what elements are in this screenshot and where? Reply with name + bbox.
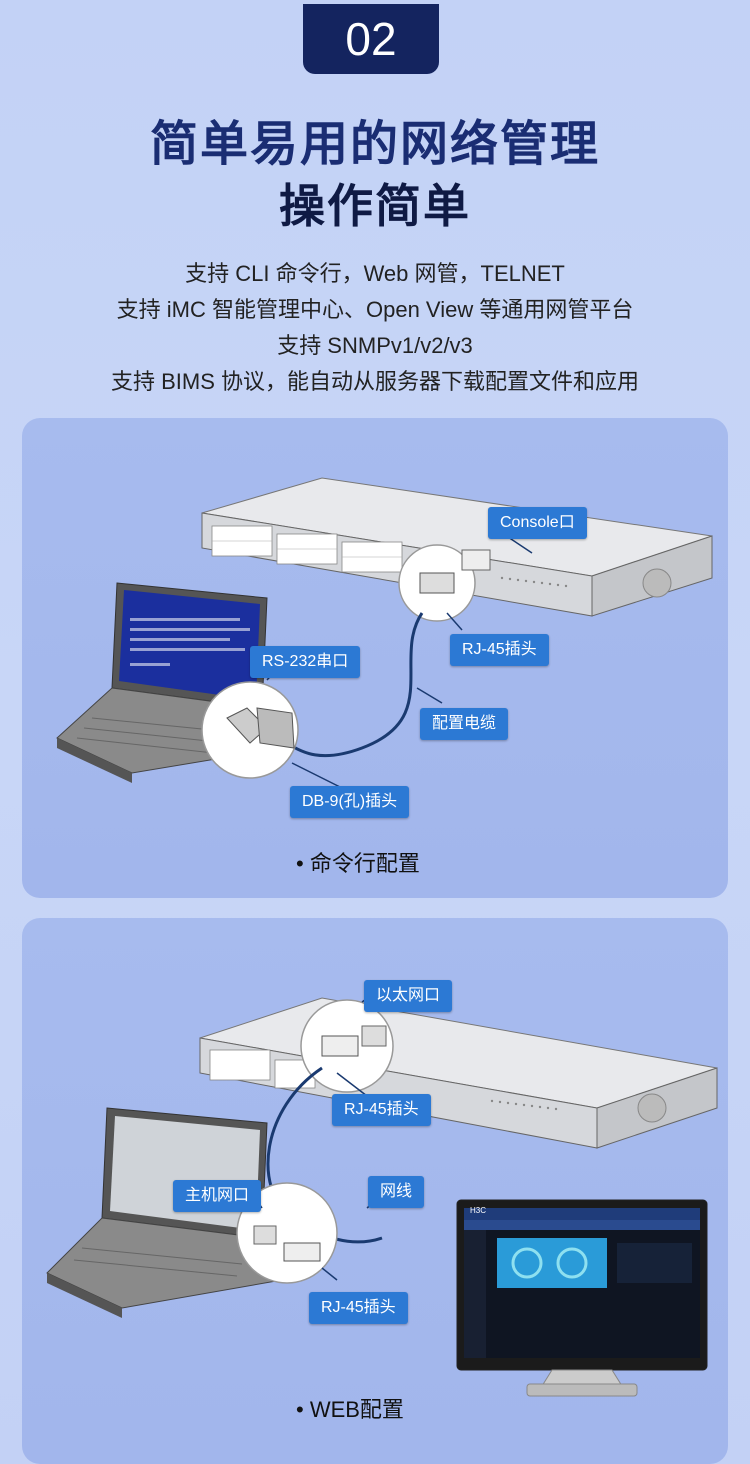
feature-line: 支持 iMC 智能管理中心、Open View 等通用网管平台 [116,297,634,322]
switch-illustration [201,477,713,617]
feature-line: 支持 BIMS 协议，能自动从服务器下载配置文件和应用 [110,369,639,394]
feature-line: 支持 SNMPv1/v2/v3 [277,333,473,358]
cli-caption: • 命令行配置 [296,851,420,876]
laptop-illustration [46,1107,283,1318]
callout-rs232-port: RS-232串口 [250,646,361,678]
monitor-illustration [456,1199,708,1397]
feature-description: 支持 CLI 命令行，Web 网管，TELNET 支持 iMC 智能管理中心、O… [0,256,750,400]
callout-ethernet-port: 以太网口 [364,980,453,1012]
callout-rj45-switch: RJ-45插头 [332,1094,431,1126]
web-illustration [46,987,718,1397]
monitor-brand-logo: H3C [470,1206,487,1215]
callout-network-cable: 网线 [368,1176,425,1208]
callout-rj45-host: RJ-45插头 [309,1292,408,1324]
callout-host-port: 主机网口 [173,1180,262,1212]
config-cable [286,612,424,758]
cli-config-panel: Console口 RJ-45插头 RS-232串口 配置电缆 DB-9(孔)插头… [22,418,728,898]
callout-db9-plug: DB-9(孔)插头 [290,786,410,818]
switch-illustration [199,997,718,1149]
cli-illustration [56,477,713,789]
section-number-badge: 02 [303,4,439,74]
web-config-panel: 以太网口 RJ-45插头 主机网口 网线 RJ-45插头 H3C • WEB配置 [22,918,728,1464]
callout-console-port: Console口 [488,507,587,539]
web-caption: • WEB配置 [296,1397,404,1422]
callout-rj45-plug: RJ-45插头 [450,634,549,666]
feature-line: 支持 CLI 命令行，Web 网管，TELNET [185,261,565,286]
section-title: 简单易用的网络管理 [149,118,600,171]
callout-config-cable: 配置电缆 [420,708,509,740]
section-subtitle: 操作简单 [279,180,471,232]
